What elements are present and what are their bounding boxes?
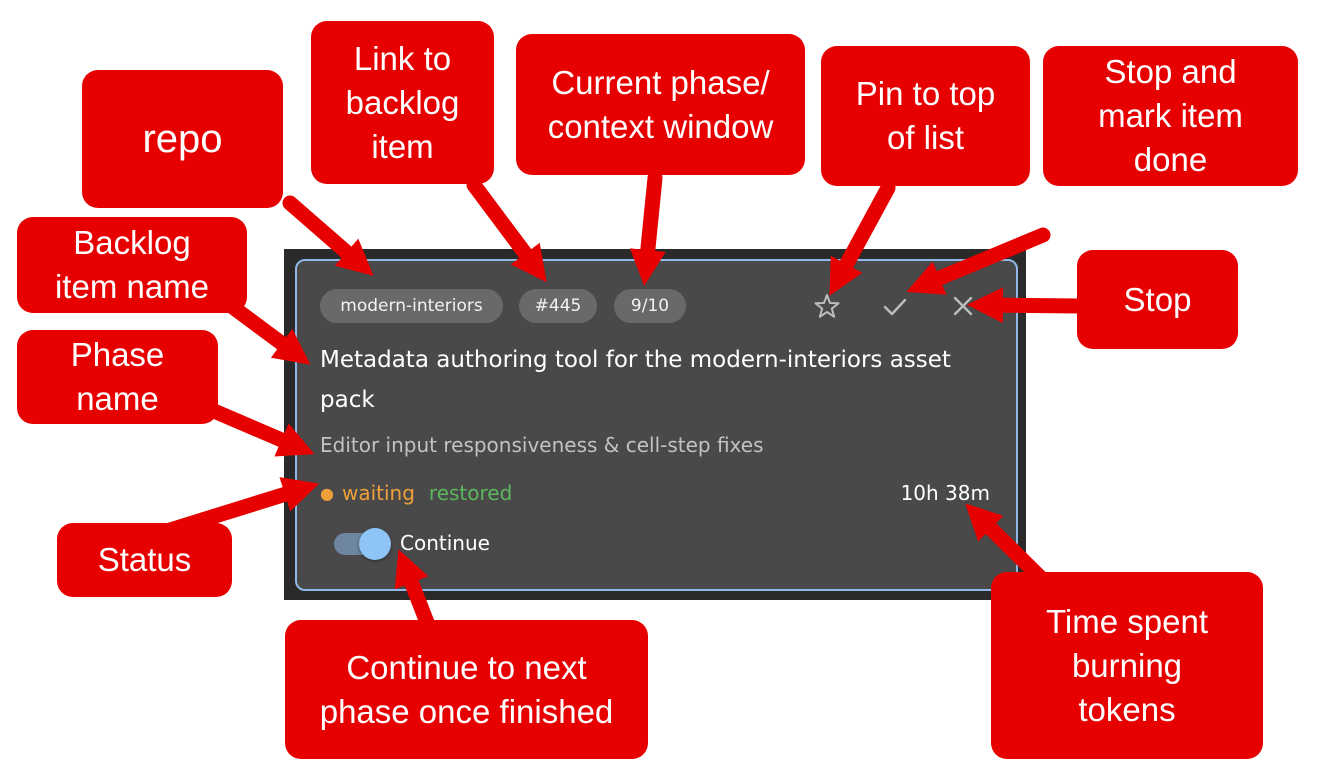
repo-chip[interactable]: modern-interiors [320, 289, 503, 323]
callout-phase-name: Phase name [17, 330, 218, 424]
stop-button[interactable] [947, 290, 979, 322]
callout-link: Link to backlog item [311, 21, 494, 184]
restored-label: restored [428, 481, 513, 505]
status-row: ● waiting restored [320, 478, 512, 508]
status-dot-icon: ● [320, 484, 334, 503]
callout-time: Time spent burning tokens [991, 572, 1263, 759]
callout-done: Stop and mark item done [1043, 46, 1298, 186]
callout-continue: Continue to next phase once finished [285, 620, 648, 759]
toggle-thumb [359, 528, 391, 560]
time-spent: 10h 38m [900, 481, 990, 505]
backlog-link-chip[interactable]: #445 [519, 289, 597, 323]
callout-status: Status [57, 523, 232, 597]
phase-progress-chip: 9/10 [614, 289, 686, 323]
callout-backlog-name: Backlog item name [17, 217, 247, 313]
callout-pin: Pin to top of list [821, 46, 1030, 186]
callout-phase: Current phase/ context window [516, 34, 805, 175]
pin-button[interactable] [811, 290, 843, 322]
status-label: waiting [341, 481, 415, 505]
callout-stop: Stop [1077, 250, 1238, 349]
done-button[interactable] [879, 290, 911, 322]
close-icon [953, 296, 973, 316]
continue-label: Continue [400, 531, 490, 555]
star-icon [814, 294, 840, 318]
check-icon [883, 298, 907, 316]
backlog-item-title: Metadata authoring tool for the modern-i… [320, 347, 951, 413]
callout-repo: repo [82, 70, 283, 208]
phase-name: Editor input responsiveness & cell-step … [320, 433, 764, 457]
continue-toggle[interactable] [334, 528, 394, 560]
